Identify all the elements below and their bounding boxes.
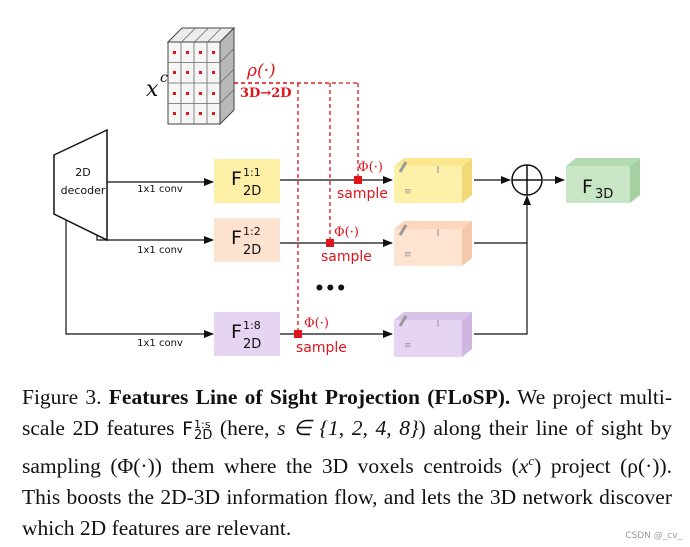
decoder-label-bottom: decoder [61,184,106,197]
phi-label-1: Φ(·) [358,160,383,175]
svg-text:F: F [231,227,242,249]
caption-part2: (here, [212,416,278,440]
projection-label: 3D→2D [240,86,292,101]
sample-label-3: sample [296,340,347,356]
svg-text:≡: ≡ [404,187,412,197]
feature-sub-1-8: 2D [243,337,261,352]
sample-point-1 [354,176,362,184]
svg-text:≡: ≡ [404,341,412,351]
svg-text:≡: ≡ [404,250,412,260]
feature-sub-1-2: 2D [243,243,261,258]
caption-feature-sup: 1:s [194,417,211,431]
volume-1-2: ≡ [394,221,472,266]
volume-1-1: ≡ [394,158,472,203]
caption-part4: ) project (ρ(·)). This boosts the 2D-3D … [22,454,672,541]
caption-set-expr: s ∈ {1, 2, 4, 8} [277,416,419,440]
xc-label-base: x [146,77,159,102]
decoder-label-top: 2D [75,166,90,179]
flosp-diagram: x c ρ(·) 3D→2D 2D decoder 1x1 conv 1x1 c… [53,26,640,357]
sum-node-icon [511,164,543,196]
conv-label-1: 1x1 conv [137,184,183,195]
figure-caption: Figure 3. Features Line of Sight Project… [22,382,672,544]
volume-1-8: ≡ [394,312,472,357]
phi-label-3: Φ(·) [304,316,329,331]
rho-label: ρ(·) [246,61,276,81]
output-volume-3d: F 3D [566,158,640,203]
caption-prefix: Figure 3. [22,385,109,409]
sample-label-2: sample [321,249,372,265]
watermark: CSDN @_cv_ [625,531,682,541]
feature-sup-1-1: 1:1 [243,166,261,179]
caption-xc: xc [518,453,535,479]
feature-map-1-8: F 1:8 2D [214,312,280,356]
phi-label-2: Φ(·) [334,225,359,240]
feature-map-1-2: F 1:2 2D [214,218,280,262]
feature-sub-1-1: 2D [243,184,261,199]
xc-label-sup: c [160,70,168,86]
sample-label-1: sample [337,186,388,202]
feature-sup-1-2: 1:2 [243,225,261,238]
caption-part1: We project multi-scale 2D features [22,385,672,440]
svg-text:F: F [231,168,242,190]
feature-sup-1-8: 1:8 [243,319,261,332]
feature-map-1-1: F 1:1 2D [214,159,280,203]
caption-part3: ) along their line of sight by sampling … [22,416,672,479]
caption-title: Features Line of Sight Projection (FLoSP… [108,385,511,409]
projection-rays [234,82,360,334]
svg-text:F: F [231,321,242,343]
voxel-cube-icon [166,26,236,126]
conv-label-2: 1x1 conv [137,245,183,256]
output-sub: 3D [595,187,613,202]
sample-point-3 [294,330,302,338]
sample-point-2 [326,239,334,247]
output-base: F [582,176,593,198]
caption-feature-sub: 2D [194,427,213,443]
ellipsis: ••• [314,279,347,299]
conv-label-3: 1x1 conv [137,338,183,349]
